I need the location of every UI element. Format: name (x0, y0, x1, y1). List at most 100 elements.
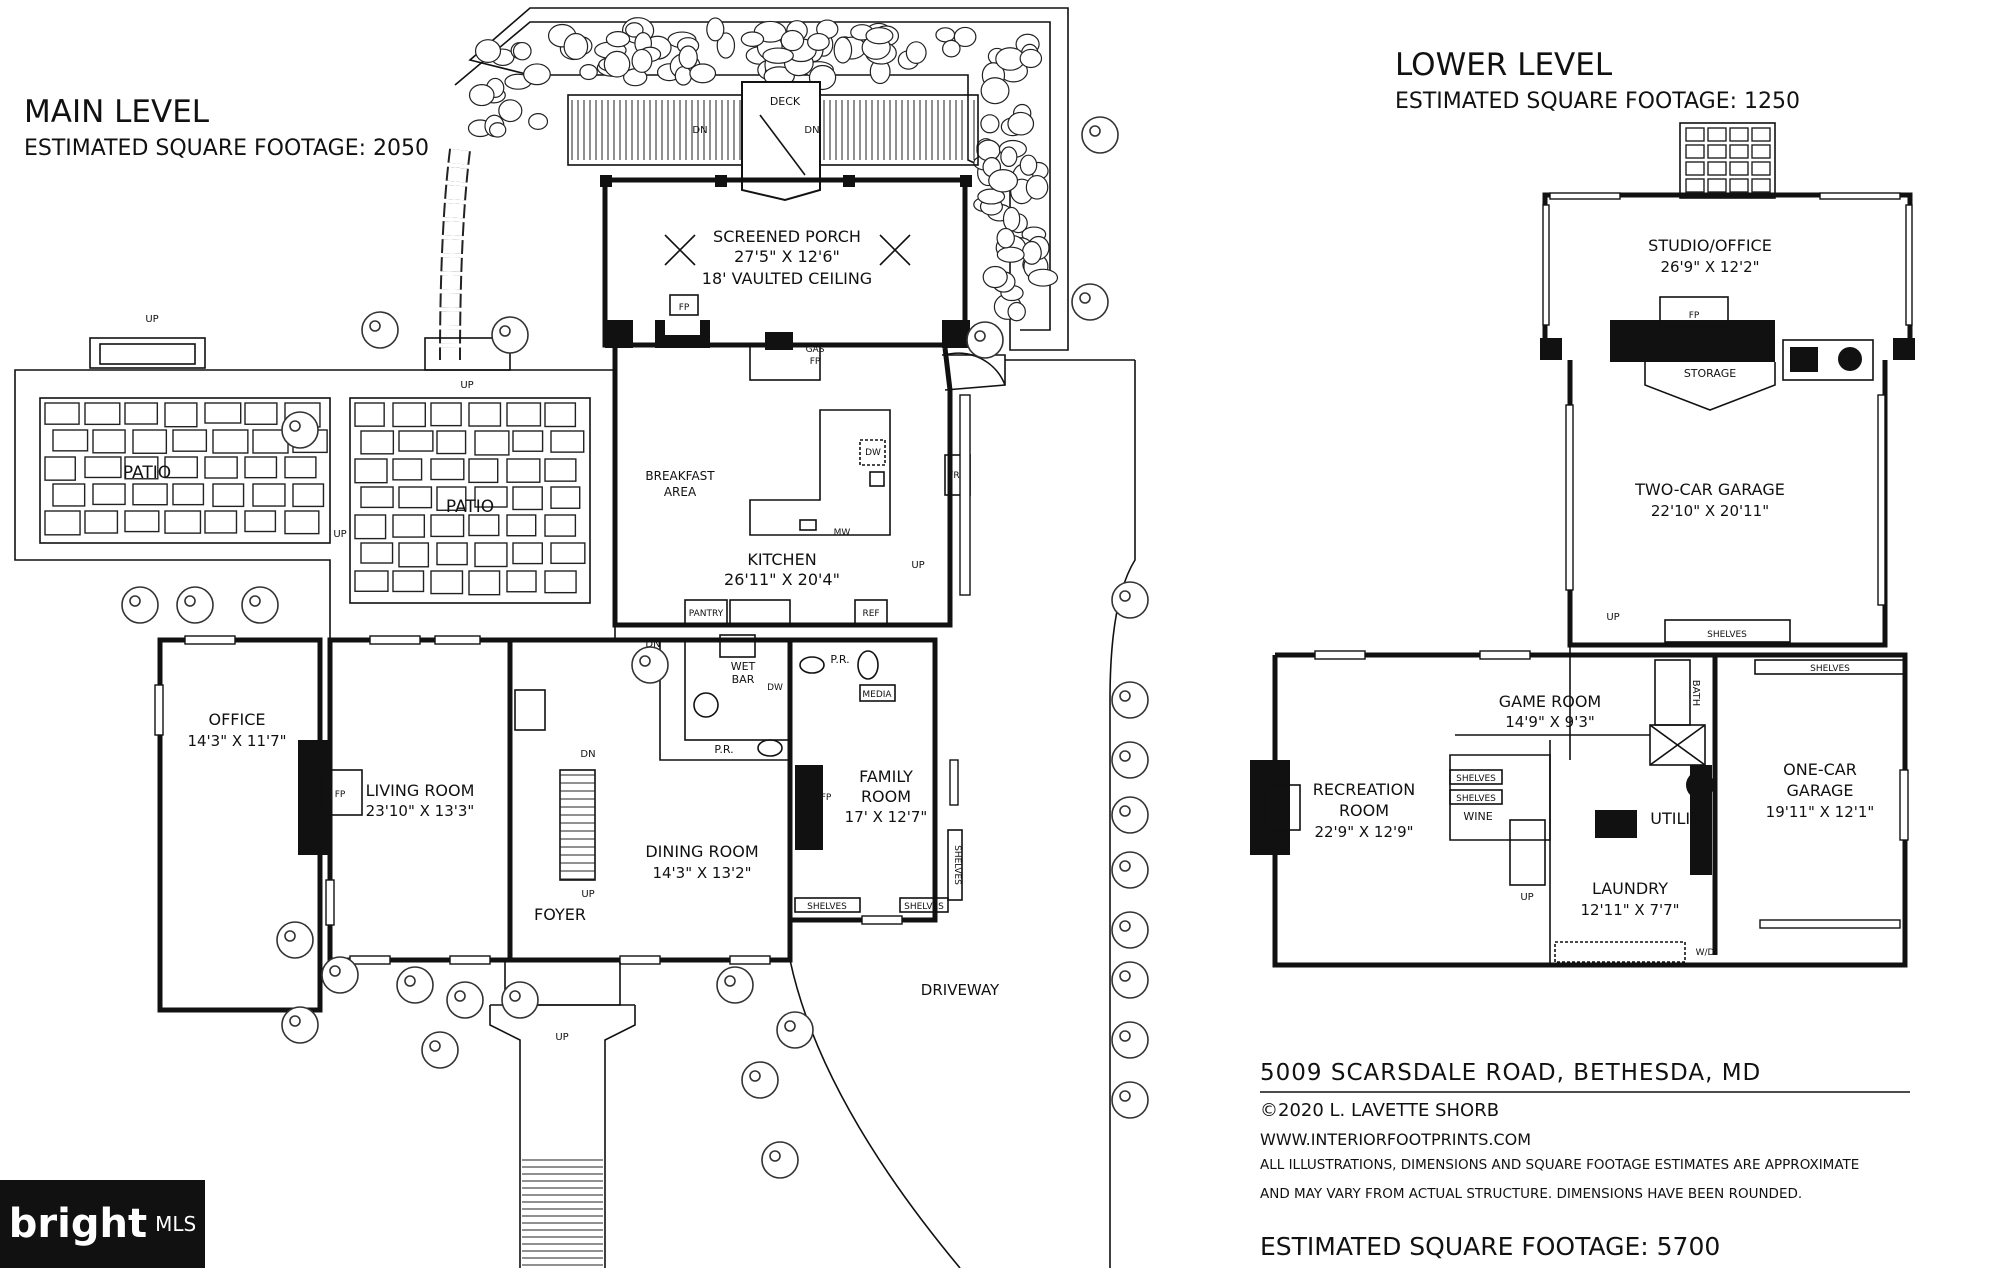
game-room-label: GAME ROOM (1499, 692, 1601, 711)
wetbar-dw: DW (767, 683, 783, 693)
stair-up: UP (581, 889, 594, 900)
two-car-garage-dim: 22'10" X 20'11" (1651, 502, 1769, 520)
main-house: FP FP DN UP DN WET BAR DW P.R. P.R. MEDI… (154, 634, 963, 1013)
foyer-dn: DN (645, 639, 660, 650)
kitchen-dim: 26'11" X 20'4" (724, 570, 840, 589)
living-room-label: LIVING ROOM (366, 781, 475, 800)
breakfast-label: BREAKFAST (645, 469, 715, 483)
stone-garden (454, 7, 1069, 351)
wet-label: WET (731, 660, 756, 673)
office-dim: 14'3" X 11'7" (187, 732, 286, 750)
screened-porch: FP SCREENED PORCH 27'5" X 12'6" 18' VAUL… (600, 175, 972, 348)
kitchen-label: KITCHEN (747, 550, 816, 569)
patio-up-mid: UP (460, 380, 473, 391)
studio-office-dim: 26'9" X 12'2" (1660, 258, 1759, 276)
driveway-label: DRIVEWAY (921, 981, 1000, 999)
porch-fp: FP (679, 303, 690, 313)
wine-shelves-2: SHELVES (1456, 794, 1496, 804)
laundry-dim: 12'11" X 7'7" (1580, 901, 1679, 919)
pantry-label: PANTRY (689, 609, 724, 619)
wd-label: W/D (1696, 948, 1715, 958)
family-room-label: ROOM (861, 787, 911, 806)
shelves-1: SHELVES (807, 902, 847, 912)
one-car-garage-label: GARAGE (1787, 781, 1854, 800)
main-level-title: MAIN LEVEL (24, 94, 210, 130)
patio-up-top: UP (145, 314, 158, 325)
bar-label: BAR (732, 673, 755, 686)
game-room-dim: 14'9" X 9'3" (1505, 713, 1595, 731)
family-fp: FP (821, 793, 832, 803)
logo-suffix: MLS (155, 1212, 197, 1236)
address: 5009 SCARSDALE ROAD, BETHESDA, MD (1260, 1060, 1762, 1086)
dw-label: DW (865, 448, 881, 458)
studio-office-label: STUDIO/OFFICE (1648, 236, 1772, 255)
landscape-shrubs (121, 116, 1149, 1179)
website-link[interactable]: WWW.INTERIORFOOTPRINTS.COM (1260, 1130, 1532, 1149)
front-up: UP (555, 1032, 568, 1043)
deck: DECK DN DN (567, 81, 979, 202)
patio-right-label: PATIO (446, 497, 494, 517)
deck-dn-left: DN (692, 125, 707, 136)
one-car-label: ONE-CAR (1783, 760, 1857, 779)
screened-porch-dim: 27'5" X 12'6" (734, 247, 840, 266)
wine-shelves-1: SHELVES (1456, 774, 1496, 784)
kitchen-up: UP (911, 560, 924, 571)
garage-up: UP (1606, 612, 1619, 623)
lower-up: UP (1520, 892, 1533, 903)
office-label: OFFICE (209, 710, 266, 729)
screened-porch-ceiling: 18' VAULTED CEILING (702, 269, 872, 288)
powder-room-2: P.R. (830, 653, 849, 666)
patios: UP UP UP PATIO PATIO (14, 314, 616, 641)
recreation-room-label: ROOM (1339, 801, 1389, 820)
foyer-label: FOYER (534, 905, 586, 924)
deck-dn-right: DN (804, 125, 819, 136)
screened-porch-label: SCREENED PORCH (713, 227, 861, 246)
main-level-sqft: ESTIMATED SQUARE FOOTAGE: 2050 (24, 136, 429, 161)
shelves-2: SHELVES (904, 902, 944, 912)
media-label: MEDIA (862, 690, 892, 700)
patio-up-side: UP (333, 529, 346, 540)
garage-shelves: SHELVES (1707, 630, 1747, 640)
recreation-fp: FP (1278, 805, 1289, 815)
gas-label: GAS (806, 345, 825, 355)
living-room-dim: 23'10" X 13'3" (366, 802, 475, 820)
lower-level-plan: LOWER LEVEL ESTIMATED SQUARE FOOTAGE: 12… (1250, 47, 1915, 968)
wine-label: WINE (1463, 810, 1492, 823)
logo-brand: bright (8, 1201, 148, 1247)
recreation-label: RECREATION (1313, 780, 1415, 799)
utility-label: UTILITY (1650, 809, 1710, 828)
stair-dn: DN (580, 749, 595, 760)
storage-label: STORAGE (1684, 367, 1736, 380)
frz-label: FRZ (948, 471, 966, 481)
driveway: DRIVEWAY (789, 359, 1136, 1268)
disclaimer-line-1: ALL ILLUSTRATIONS, DIMENSIONS AND SQUARE… (1260, 1157, 1860, 1173)
one-car-garage-dim: 19'11" X 12'1" (1766, 803, 1875, 821)
living-fp: FP (335, 790, 346, 800)
laundry-label: LAUNDRY (1592, 879, 1668, 898)
copyright: ©2020 L. LAVETTE SHORB (1260, 1100, 1500, 1121)
breakfast-area-label: AREA (664, 485, 697, 499)
patio-left-label: PATIO (123, 463, 171, 483)
total-sqft: ESTIMATED SQUARE FOOTAGE: 5700 (1260, 1232, 1721, 1261)
shelves-3: SHELVES (952, 845, 962, 885)
bright-mls-logo: bright MLS (0, 1180, 205, 1268)
main-level-plan: MAIN LEVEL ESTIMATED SQUARE FOOTAGE: 205… (14, 7, 1149, 1268)
mw-label: MW (834, 528, 851, 538)
lower-level-sqft: ESTIMATED SQUARE FOOTAGE: 1250 (1395, 89, 1800, 114)
garage2-shelves: SHELVES (1810, 664, 1850, 674)
family-room-dim: 17' X 12'7" (845, 808, 928, 826)
dining-room-label: DINING ROOM (645, 842, 758, 861)
disclaimer-line-2: AND MAY VARY FROM ACTUAL STRUCTURE. DIME… (1260, 1186, 1803, 1202)
gas-fp-label: FP (810, 357, 821, 367)
bath-label: BATH (1690, 680, 1701, 707)
dining-room-dim: 14'3" X 13'2" (652, 864, 751, 882)
powder-room-1: P.R. (714, 743, 733, 756)
family-label: FAMILY (859, 767, 913, 786)
studio-fp: FP (1689, 311, 1700, 321)
two-car-garage-label: TWO-CAR GARAGE (1634, 480, 1785, 499)
deck-label: DECK (770, 95, 801, 108)
recreation-room-dim: 22'9" X 12'9" (1314, 823, 1413, 841)
lower-level-title: LOWER LEVEL (1395, 47, 1613, 83)
ref-label: REF (862, 609, 879, 619)
